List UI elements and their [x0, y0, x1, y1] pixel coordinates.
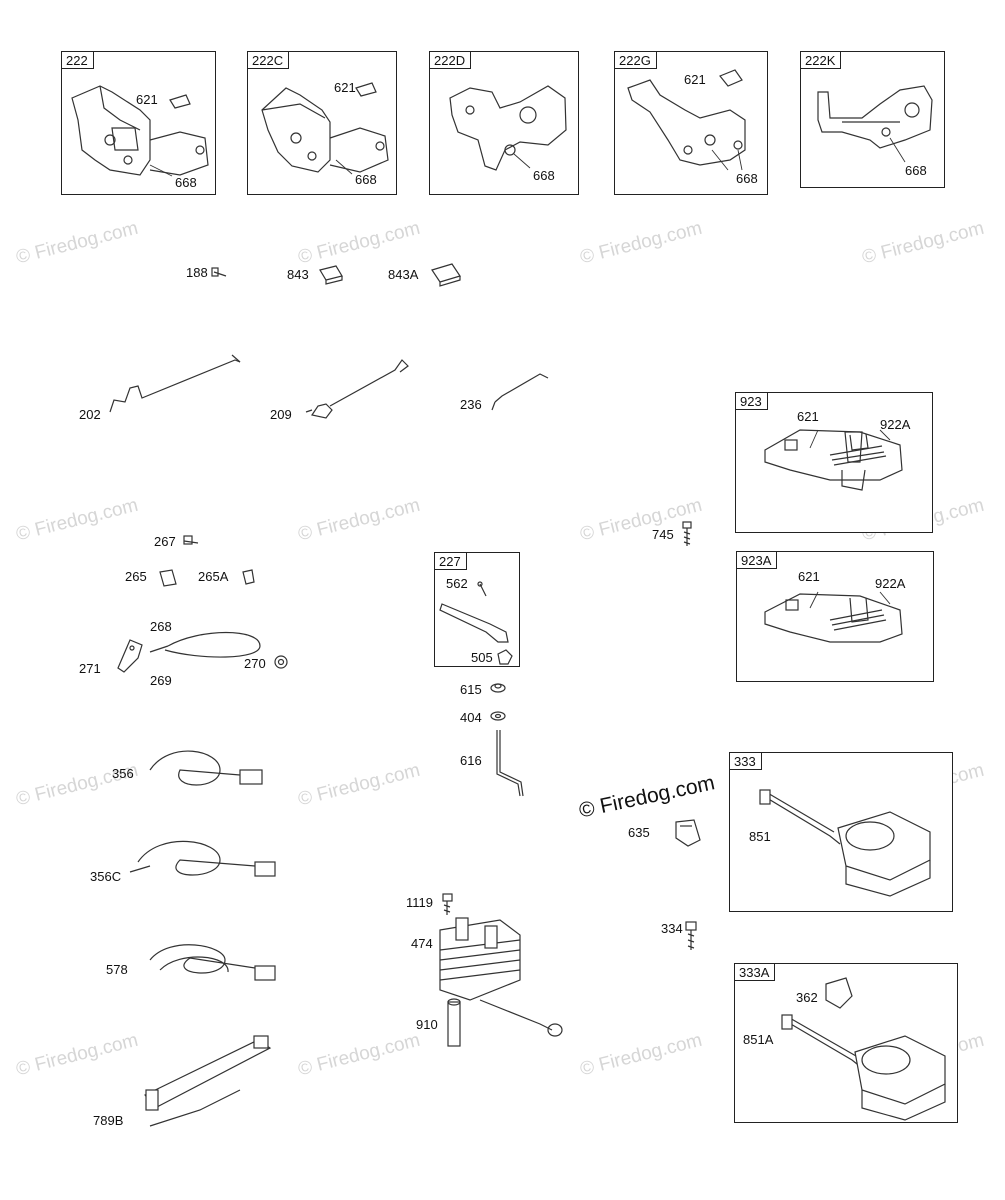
washer-404-drawing [490, 711, 506, 721]
box-tag: 227 [435, 553, 467, 570]
shaft-616-drawing [496, 730, 524, 797]
harness-789b-drawing [144, 1035, 272, 1127]
box-222d: 222D [429, 51, 579, 195]
link-202-drawing [109, 354, 241, 413]
box-tag: 222K [801, 52, 842, 69]
part-label-843: 843 [287, 267, 309, 282]
part-label-404: 404 [460, 710, 482, 725]
governor-923a-drawing [764, 591, 903, 643]
part-label-265: 265 [125, 569, 147, 584]
part-label-668: 668 [355, 172, 377, 187]
part-label-668: 668 [175, 175, 197, 190]
part-label-615: 615 [460, 682, 482, 697]
part-label-356: 356 [112, 766, 134, 781]
clip-265a-drawing [242, 569, 255, 585]
part-label-334: 334 [661, 921, 683, 936]
screw-334-drawing [685, 921, 697, 950]
box-tag: 333 [730, 753, 762, 770]
coil-333-drawing [759, 789, 931, 897]
part-label-202: 202 [79, 407, 101, 422]
part-label-209: 209 [270, 407, 292, 422]
box-tag: 222G [615, 52, 657, 69]
screw-267-drawing [183, 535, 199, 545]
box-tag: 333A [735, 964, 776, 981]
part-label-474: 474 [411, 936, 433, 951]
part-label-188: 188 [186, 265, 208, 280]
bracket-222-drawing [71, 85, 209, 177]
screw-188-drawing [211, 267, 227, 277]
box-222g: 222G [614, 51, 768, 195]
part-label-616: 616 [460, 753, 482, 768]
part-label-745: 745 [652, 527, 674, 542]
part-label-789b: 789B [93, 1113, 124, 1128]
bracket-222g-drawing [627, 69, 746, 171]
part-label-265a: 265A [198, 569, 229, 584]
part-label-851: 851 [749, 829, 771, 844]
part-label-562: 562 [446, 576, 468, 591]
nut-270-drawing [274, 655, 288, 669]
link-236-drawing [491, 373, 549, 411]
part-label-635: 635 [628, 825, 650, 840]
coil-333a-drawing [781, 977, 946, 1121]
part-label-271: 271 [79, 661, 101, 676]
box-222k: 222K [800, 51, 945, 188]
part-label-668: 668 [533, 168, 555, 183]
part-label-922a: 922A [880, 417, 911, 432]
screw-1119-drawing [442, 893, 453, 915]
box-tag: 222D [430, 52, 472, 69]
clip-265-drawing [159, 569, 177, 587]
part-label-269: 269 [150, 673, 172, 688]
part-label-621: 621 [334, 80, 356, 95]
nut-615-drawing [490, 683, 506, 693]
lever-227-drawing [439, 581, 513, 665]
box-tag: 222 [62, 52, 94, 69]
bracket-222d-drawing [449, 85, 567, 171]
box-222c: 222C [247, 51, 397, 195]
cap-635-drawing [675, 819, 701, 847]
harness-356c-drawing [129, 840, 276, 877]
part-label-621: 621 [136, 92, 158, 107]
post-910-drawing [447, 998, 461, 1047]
part-label-621: 621 [798, 569, 820, 584]
pad-843a-drawing [431, 263, 461, 287]
part-label-267: 267 [154, 534, 176, 549]
part-label-843a: 843A [388, 267, 419, 282]
part-label-668: 668 [905, 163, 927, 178]
harness-578-drawing [149, 944, 276, 981]
part-label-1119: 1119 [406, 895, 433, 910]
part-label-621: 621 [797, 409, 819, 424]
bracket-222c-drawing [261, 82, 389, 175]
box-tag: 923A [737, 552, 778, 569]
box-227: 227 [434, 552, 520, 667]
part-label-922a: 922A [875, 576, 906, 591]
part-label-505: 505 [471, 650, 493, 665]
box-tag: 222C [248, 52, 290, 69]
part-label-668: 668 [736, 171, 758, 186]
part-label-851a: 851A [743, 1032, 774, 1047]
screw-745-drawing [682, 521, 692, 546]
part-label-910: 910 [416, 1017, 438, 1032]
box-tag: 923 [736, 393, 768, 410]
part-label-362: 362 [796, 990, 818, 1005]
lever-271-drawing [117, 639, 143, 673]
part-label-578: 578 [106, 962, 128, 977]
governor-923-drawing [764, 429, 903, 491]
part-label-621: 621 [684, 72, 706, 87]
pad-843-drawing [319, 265, 343, 285]
part-label-270: 270 [244, 656, 266, 671]
part-label-356c: 356C [90, 869, 122, 884]
cable-268-drawing [149, 632, 261, 658]
armature-474-drawing [439, 917, 563, 1037]
bracket-222k-drawing [817, 85, 933, 163]
box-222: 222 [61, 51, 216, 195]
spring-209-drawing [305, 359, 409, 419]
harness-356-drawing [149, 750, 263, 786]
part-label-268: 268 [150, 619, 172, 634]
part-label-236: 236 [460, 397, 482, 412]
